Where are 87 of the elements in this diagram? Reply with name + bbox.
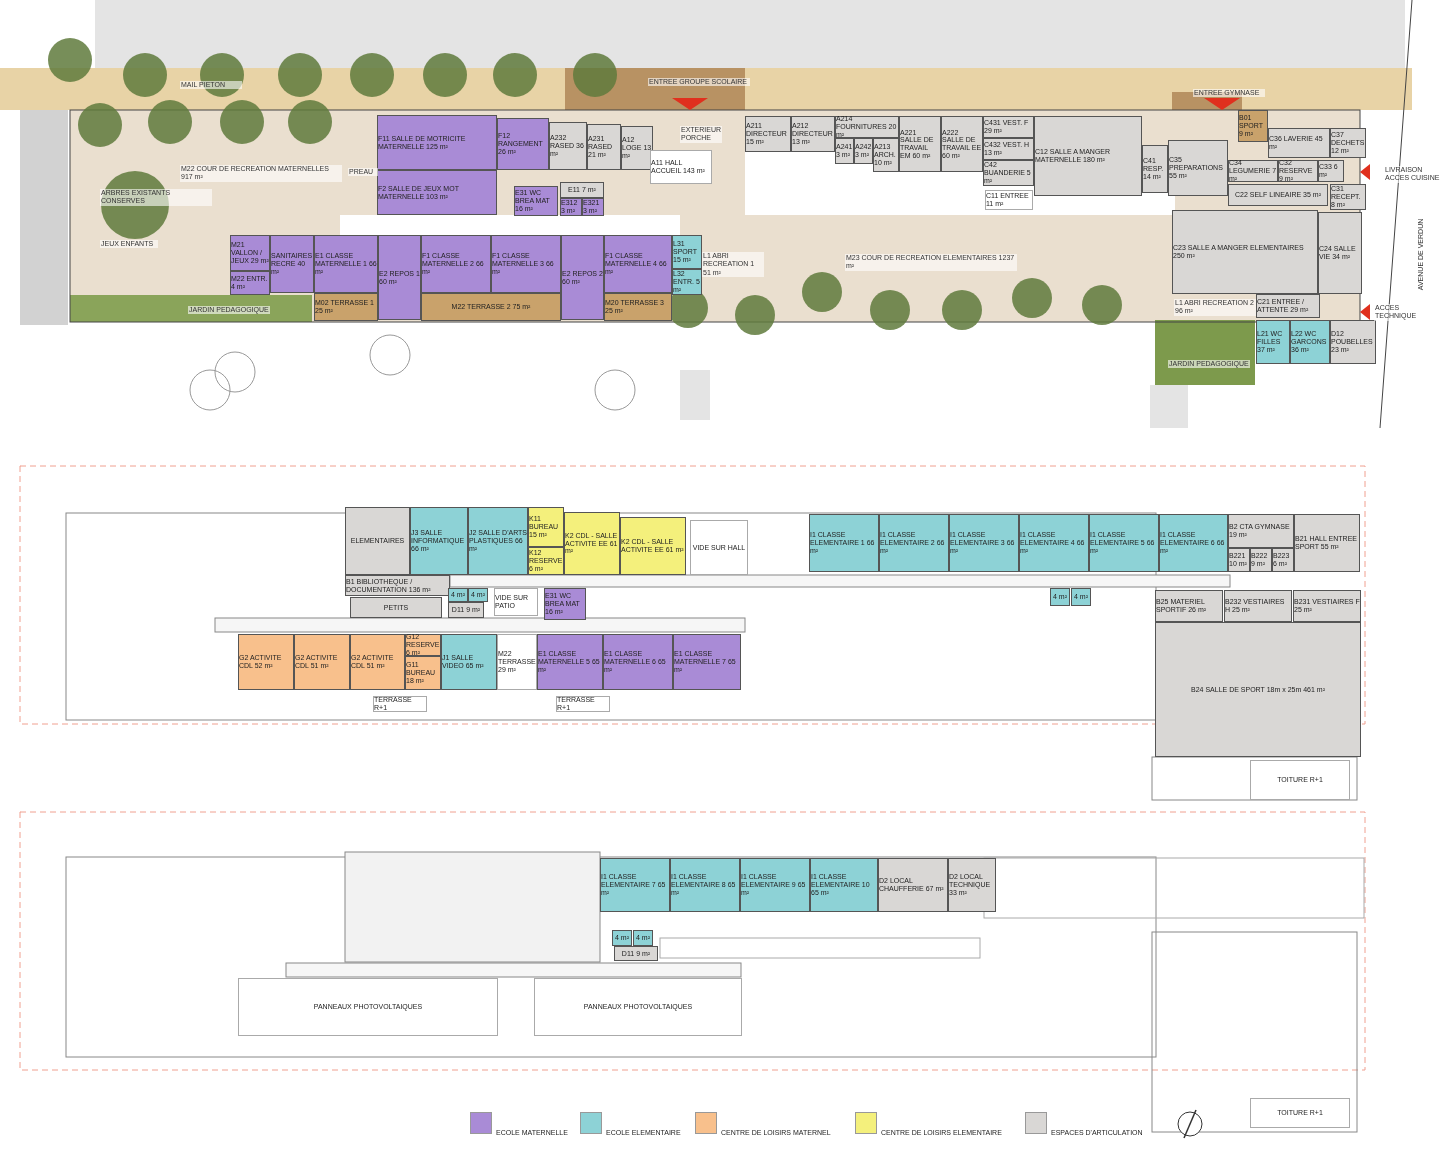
room: [1034, 116, 1142, 196]
room: [948, 858, 996, 912]
room: [497, 118, 549, 170]
room: [1228, 184, 1328, 206]
room: [941, 116, 983, 172]
room: [1019, 514, 1089, 572]
open-area: [373, 696, 427, 712]
room: [1256, 320, 1290, 364]
room: [1268, 128, 1330, 158]
room: [448, 602, 484, 618]
room: [561, 235, 604, 320]
room: [1142, 145, 1168, 193]
room: [421, 235, 491, 293]
room: [587, 124, 621, 170]
room: [1294, 514, 1360, 572]
room: [604, 235, 672, 293]
room: [314, 235, 378, 293]
terrace: [314, 293, 378, 321]
room: [441, 634, 497, 690]
room: [1318, 160, 1344, 182]
room: [949, 514, 1019, 572]
room: [377, 115, 497, 170]
room: [564, 512, 620, 575]
room: [345, 575, 450, 596]
room: [528, 507, 564, 547]
room: [270, 235, 314, 293]
room: [294, 634, 350, 690]
room: [549, 122, 587, 170]
room: [1172, 210, 1318, 294]
room: [809, 514, 879, 572]
room: [878, 858, 948, 912]
room: [854, 138, 873, 164]
room: [603, 634, 673, 690]
terrace: [604, 293, 672, 321]
open-area: [534, 978, 742, 1036]
room: [514, 186, 558, 216]
room: [1293, 590, 1361, 622]
open-area: [238, 978, 498, 1036]
room: [378, 235, 421, 320]
room: [740, 858, 810, 912]
room: [835, 138, 854, 164]
room: [1071, 588, 1091, 606]
open-area: [650, 150, 712, 184]
room: [1224, 590, 1292, 622]
room: [537, 634, 603, 690]
room: [745, 116, 791, 152]
room: [621, 126, 653, 170]
open-area: [494, 588, 538, 616]
room: [1256, 294, 1320, 318]
room: [350, 597, 442, 618]
room: [1159, 514, 1228, 572]
room: [873, 138, 899, 172]
room: [1168, 140, 1228, 196]
open-area: [497, 634, 537, 690]
room: [1330, 320, 1376, 364]
room: [345, 507, 410, 575]
room: [1228, 514, 1294, 548]
room: [1290, 320, 1330, 364]
room: [350, 634, 405, 690]
room: [491, 235, 561, 293]
room: [377, 170, 497, 215]
terrace: [421, 293, 561, 321]
room: [468, 507, 528, 575]
open-area: [556, 696, 610, 712]
open-area: [1250, 760, 1350, 800]
room: [600, 858, 670, 912]
room: [810, 858, 878, 912]
open-area: [1250, 1098, 1350, 1128]
room: [1155, 622, 1361, 757]
room: [620, 517, 686, 575]
room: [612, 930, 632, 946]
room: [879, 514, 949, 572]
room: [230, 235, 270, 271]
room: [791, 116, 835, 152]
room: [1318, 212, 1362, 294]
room: [1050, 588, 1070, 606]
room: [560, 182, 604, 198]
room: [633, 930, 653, 946]
open-area: [690, 520, 748, 575]
room: [614, 946, 658, 961]
room: [1089, 514, 1159, 572]
room: [670, 858, 740, 912]
room: [1155, 590, 1223, 622]
room: [899, 116, 941, 172]
room: [673, 634, 741, 690]
room: [410, 507, 468, 575]
room: [238, 634, 294, 690]
